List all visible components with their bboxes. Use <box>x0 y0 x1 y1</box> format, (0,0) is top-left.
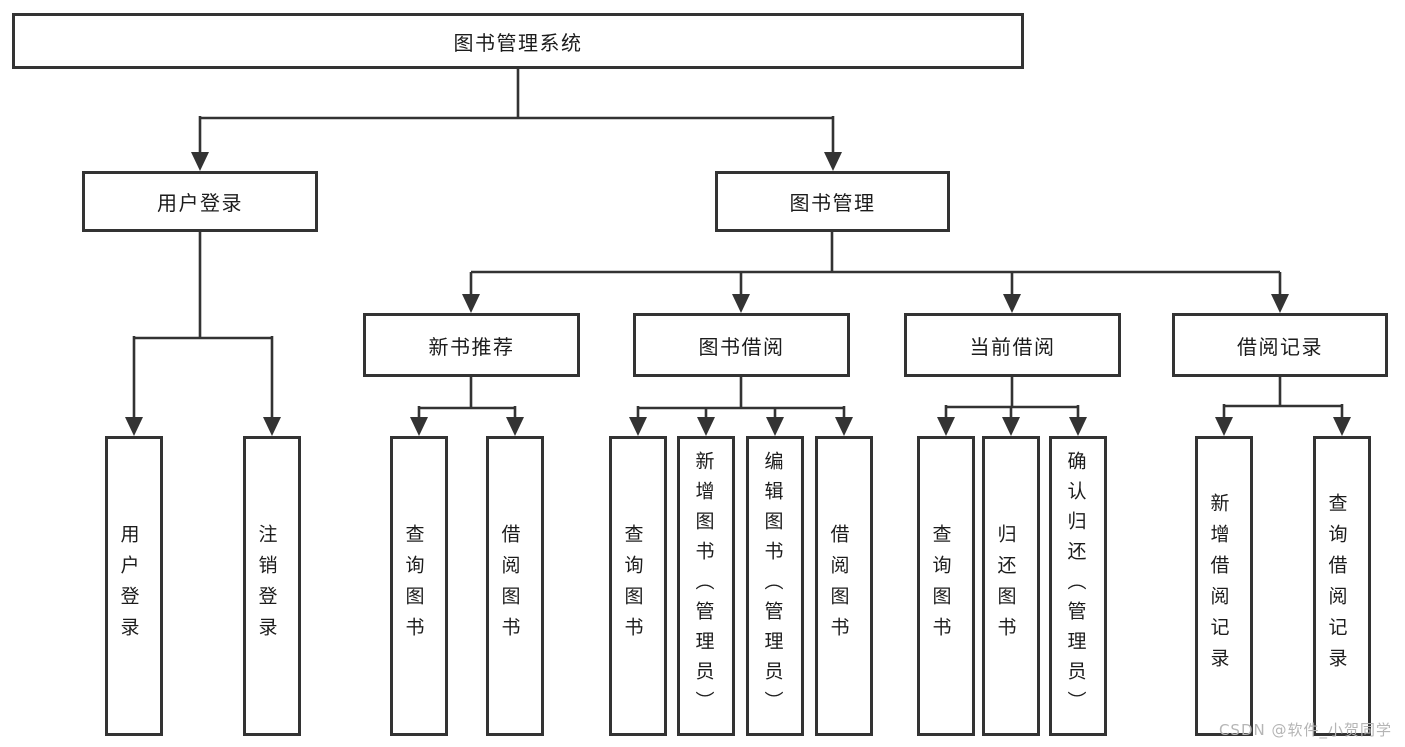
leaf-bb-query-book: 查询图书 <box>609 436 667 736</box>
leaf-cb-query-book: 查询图书 <box>917 436 975 736</box>
leaf-logout: 注销登录 <box>243 436 301 736</box>
node-book-borrowing: 图书借阅 <box>633 313 850 377</box>
leaf-cb-confirm-return-admin: 确认归还（管理员） <box>1049 436 1107 736</box>
node-user-login: 用户登录 <box>82 171 318 232</box>
leaf-rec-borrow-book: 借阅图书 <box>486 436 544 736</box>
node-book-management: 图书管理 <box>715 171 950 232</box>
node-current-borrowing: 当前借阅 <box>904 313 1121 377</box>
leaf-cb-return-book: 归还图书 <box>982 436 1040 736</box>
leaf-br-query-borrow-record: 查询借阅记录 <box>1313 436 1371 736</box>
leaf-bb-add-book-admin: 新增图书（管理员） <box>677 436 735 736</box>
leaf-user-login: 用户登录 <box>105 436 163 736</box>
leaf-bb-borrow-book: 借阅图书 <box>815 436 873 736</box>
node-borrowing-records: 借阅记录 <box>1172 313 1388 377</box>
csdn-watermark: CSDN @软件_小贺同学 <box>1218 721 1392 739</box>
leaf-br-add-borrow-record: 新增借阅记录 <box>1195 436 1253 736</box>
leaf-rec-query-book: 查询图书 <box>390 436 448 736</box>
node-library-management-system: 图书管理系统 <box>12 13 1024 69</box>
node-new-book-recommend: 新书推荐 <box>363 313 580 377</box>
leaf-bb-edit-book-admin: 编辑图书（管理员） <box>746 436 804 736</box>
